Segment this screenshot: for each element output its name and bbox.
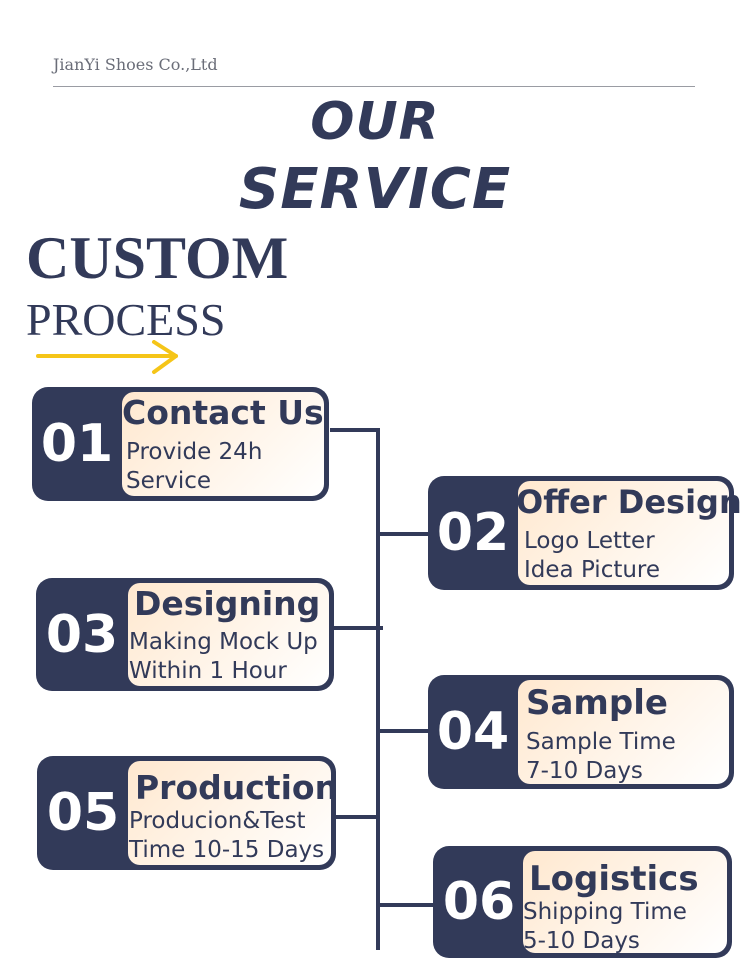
step-detail-line1: Provide 24h xyxy=(126,439,263,465)
step-title: Designing xyxy=(134,584,321,623)
step-card-logistics: 06 Logistics Shipping Time 5-10 Days xyxy=(433,846,732,958)
step-card-production: 05 Production Producion&Test Time 10-15 … xyxy=(37,756,338,870)
step-number: 06 xyxy=(442,872,516,932)
step-content: Logistics Shipping Time 5-10 Days xyxy=(523,851,727,954)
step-detail-line2: Idea Picture xyxy=(524,557,661,583)
step-card-contact-us: 01 Contact Us Provide 24h Service xyxy=(32,387,329,501)
step-detail-line1: Shipping Time xyxy=(523,899,687,925)
step-detail-line2: 7-10 Days xyxy=(526,758,643,784)
header-divider xyxy=(53,86,695,87)
section-title-process: PROCESS xyxy=(26,294,226,345)
step-number: 03 xyxy=(45,604,119,665)
step-title: Production xyxy=(135,768,339,807)
step-detail-line1: Producion&Test xyxy=(129,808,306,834)
hero-title-line2: SERVICE xyxy=(238,157,512,222)
step-card-offer-design: 02 Offer Design Logo Letter Idea Picture xyxy=(428,476,742,590)
step-title: Contact Us xyxy=(122,393,324,432)
step-number: 05 xyxy=(46,783,120,843)
step-detail-line2: Service xyxy=(126,468,212,494)
step-detail-line1: Sample Time xyxy=(526,729,676,755)
section-title-custom: CUSTOM xyxy=(26,225,289,291)
step-detail-line1: Logo Letter xyxy=(524,528,655,554)
step-content: Sample Sample Time 7-10 Days xyxy=(518,680,729,784)
hero-title-line1: OUR xyxy=(310,92,440,152)
step-content: Contact Us Provide 24h Service xyxy=(122,392,324,496)
step-card-sample: 04 Sample Sample Time 7-10 Days xyxy=(428,675,734,789)
step-title: Sample xyxy=(526,683,668,723)
step-content: Designing Making Mock Up Within 1 Hour xyxy=(128,583,329,686)
step-title: Logistics xyxy=(529,859,699,899)
step-content: Offer Design Logo Letter Idea Picture xyxy=(516,481,742,585)
step-detail-line1: Making Mock Up xyxy=(129,629,318,655)
step-detail-line2: 5-10 Days xyxy=(523,928,640,954)
step-number: 01 xyxy=(40,414,114,474)
step-content: Production Producion&Test Time 10-15 Day… xyxy=(128,761,338,865)
step-detail-line2: Within 1 Hour xyxy=(129,658,287,684)
step-card-designing: 03 Designing Making Mock Up Within 1 Hou… xyxy=(36,578,334,691)
step-number: 02 xyxy=(436,503,510,563)
step-number: 04 xyxy=(436,702,510,762)
step-detail-line2: Time 10-15 Days xyxy=(129,837,325,863)
company-name: JianYi Shoes Co.,Ltd xyxy=(53,55,218,74)
arrow-right-icon xyxy=(36,340,178,374)
step-title: Offer Design xyxy=(516,483,742,521)
